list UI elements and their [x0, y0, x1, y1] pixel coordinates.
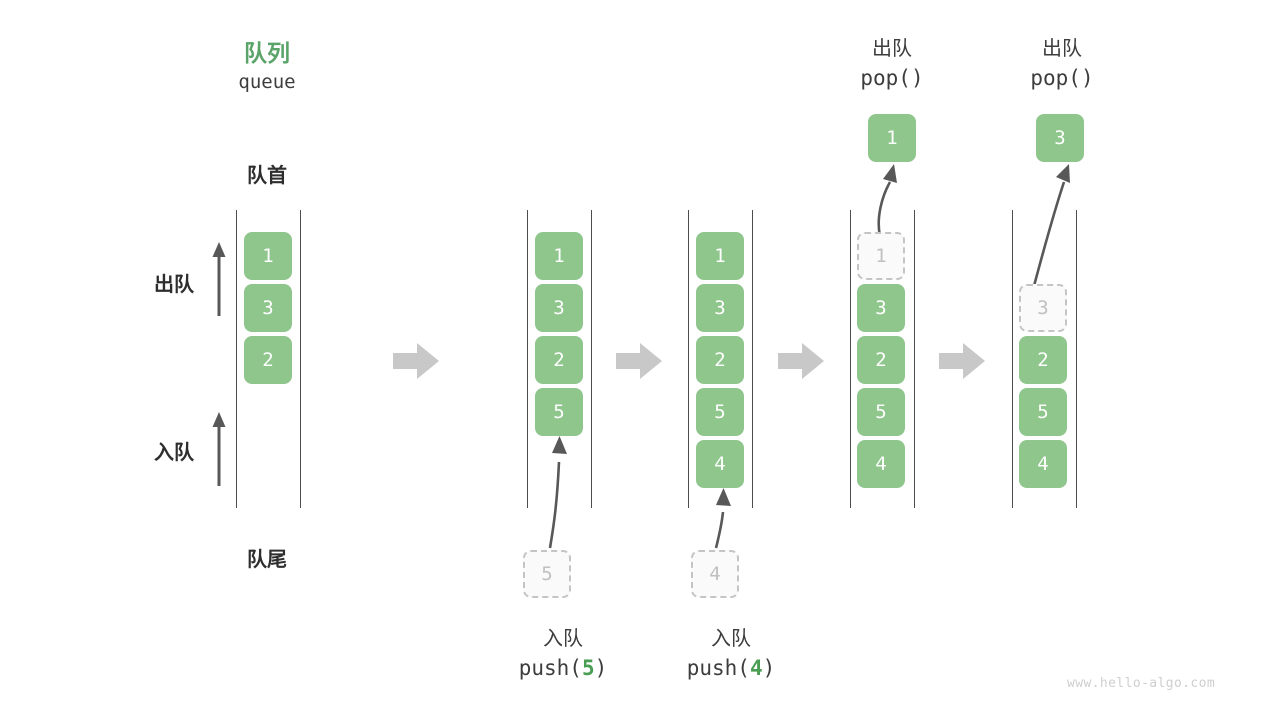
- flow-arrow-icon: [616, 343, 662, 379]
- pop-op-close: ): [1080, 66, 1094, 90]
- queue-rail-right: [1076, 210, 1077, 508]
- queue-rail-right: [591, 210, 592, 508]
- pop-op-name: pop(: [1030, 66, 1081, 90]
- push-op-arg: 5: [581, 656, 595, 680]
- queue-rail-left: [688, 210, 689, 508]
- push-op-arg: 4: [749, 656, 763, 680]
- push-op-label-cn: 入队: [711, 628, 751, 650]
- push-op-name: push(: [686, 656, 750, 680]
- queue-rail-right: [914, 210, 915, 508]
- queue-cell: 5: [696, 388, 744, 436]
- queue-cell: 2: [696, 336, 744, 384]
- queue-rail-left: [527, 210, 528, 508]
- push-op-label-cn: 入队: [543, 628, 583, 650]
- pop-op-name: pop(: [860, 66, 911, 90]
- queue-rail-left: [1012, 210, 1013, 508]
- queue-cell: 2: [1019, 336, 1067, 384]
- incoming-element-ghost: 4: [691, 550, 739, 598]
- dequeue-side-label: 出队: [154, 274, 194, 296]
- queue-cell: 1: [535, 232, 583, 280]
- pop-op-label-cn: 出队: [872, 38, 912, 60]
- queue-cell: 4: [857, 440, 905, 488]
- queue-rail-right: [752, 210, 753, 508]
- rear-label: 队尾: [247, 549, 287, 571]
- queue-cell-removed: 3: [1019, 284, 1067, 332]
- pop-op-close: ): [910, 66, 924, 90]
- push-op-label-code: push(5): [483, 656, 643, 680]
- queue-cell: 2: [244, 336, 292, 384]
- popped-element: 3: [1036, 114, 1084, 162]
- queue-cell: 5: [1019, 388, 1067, 436]
- watermark: www.hello-algo.com: [1067, 676, 1216, 691]
- queue-rail-right: [300, 210, 301, 508]
- flow-arrow-icon: [393, 343, 439, 379]
- pop-op-label-cn: 出队: [1042, 38, 1082, 60]
- dequeue-direction-arrow: [212, 242, 226, 316]
- push-op-close: ): [762, 656, 776, 680]
- queue-cell: 3: [696, 284, 744, 332]
- queue-rail-left: [236, 210, 237, 508]
- diagram-title-cn: 队列: [244, 40, 290, 66]
- push-op-name: push(: [518, 656, 582, 680]
- enqueue-direction-arrow: [212, 412, 226, 486]
- queue-cell: 2: [857, 336, 905, 384]
- queue-cell: 1: [696, 232, 744, 280]
- popped-element: 1: [868, 114, 916, 162]
- flow-arrow-icon: [778, 343, 824, 379]
- push-arrow-icon: [714, 488, 731, 549]
- incoming-element-ghost: 5: [523, 550, 571, 598]
- front-label: 队首: [247, 165, 287, 187]
- queue-cell-removed: 1: [857, 232, 905, 280]
- flow-arrow-icon: [939, 343, 985, 379]
- queue-rail-left: [850, 210, 851, 508]
- queue-cell: 4: [1019, 440, 1067, 488]
- queue-cell: 3: [535, 284, 583, 332]
- pop-op-label-code: pop(): [982, 66, 1142, 90]
- queue-cell-new: 5: [535, 388, 583, 436]
- push-op-close: ): [594, 656, 608, 680]
- pop-arrow-icon: [877, 164, 897, 237]
- pop-op-label-code: pop(): [812, 66, 972, 90]
- queue-cell: 3: [857, 284, 905, 332]
- push-arrow-icon: [548, 436, 567, 549]
- queue-cell: 2: [535, 336, 583, 384]
- pop-arrow-icon: [1032, 164, 1070, 287]
- push-op-label-code: push(4): [651, 656, 811, 680]
- enqueue-side-label: 入队: [154, 442, 194, 464]
- queue-cell: 3: [244, 284, 292, 332]
- diagram-title-en: queue: [238, 71, 296, 93]
- queue-cell: 5: [857, 388, 905, 436]
- queue-cell-new: 4: [696, 440, 744, 488]
- queue-cell: 1: [244, 232, 292, 280]
